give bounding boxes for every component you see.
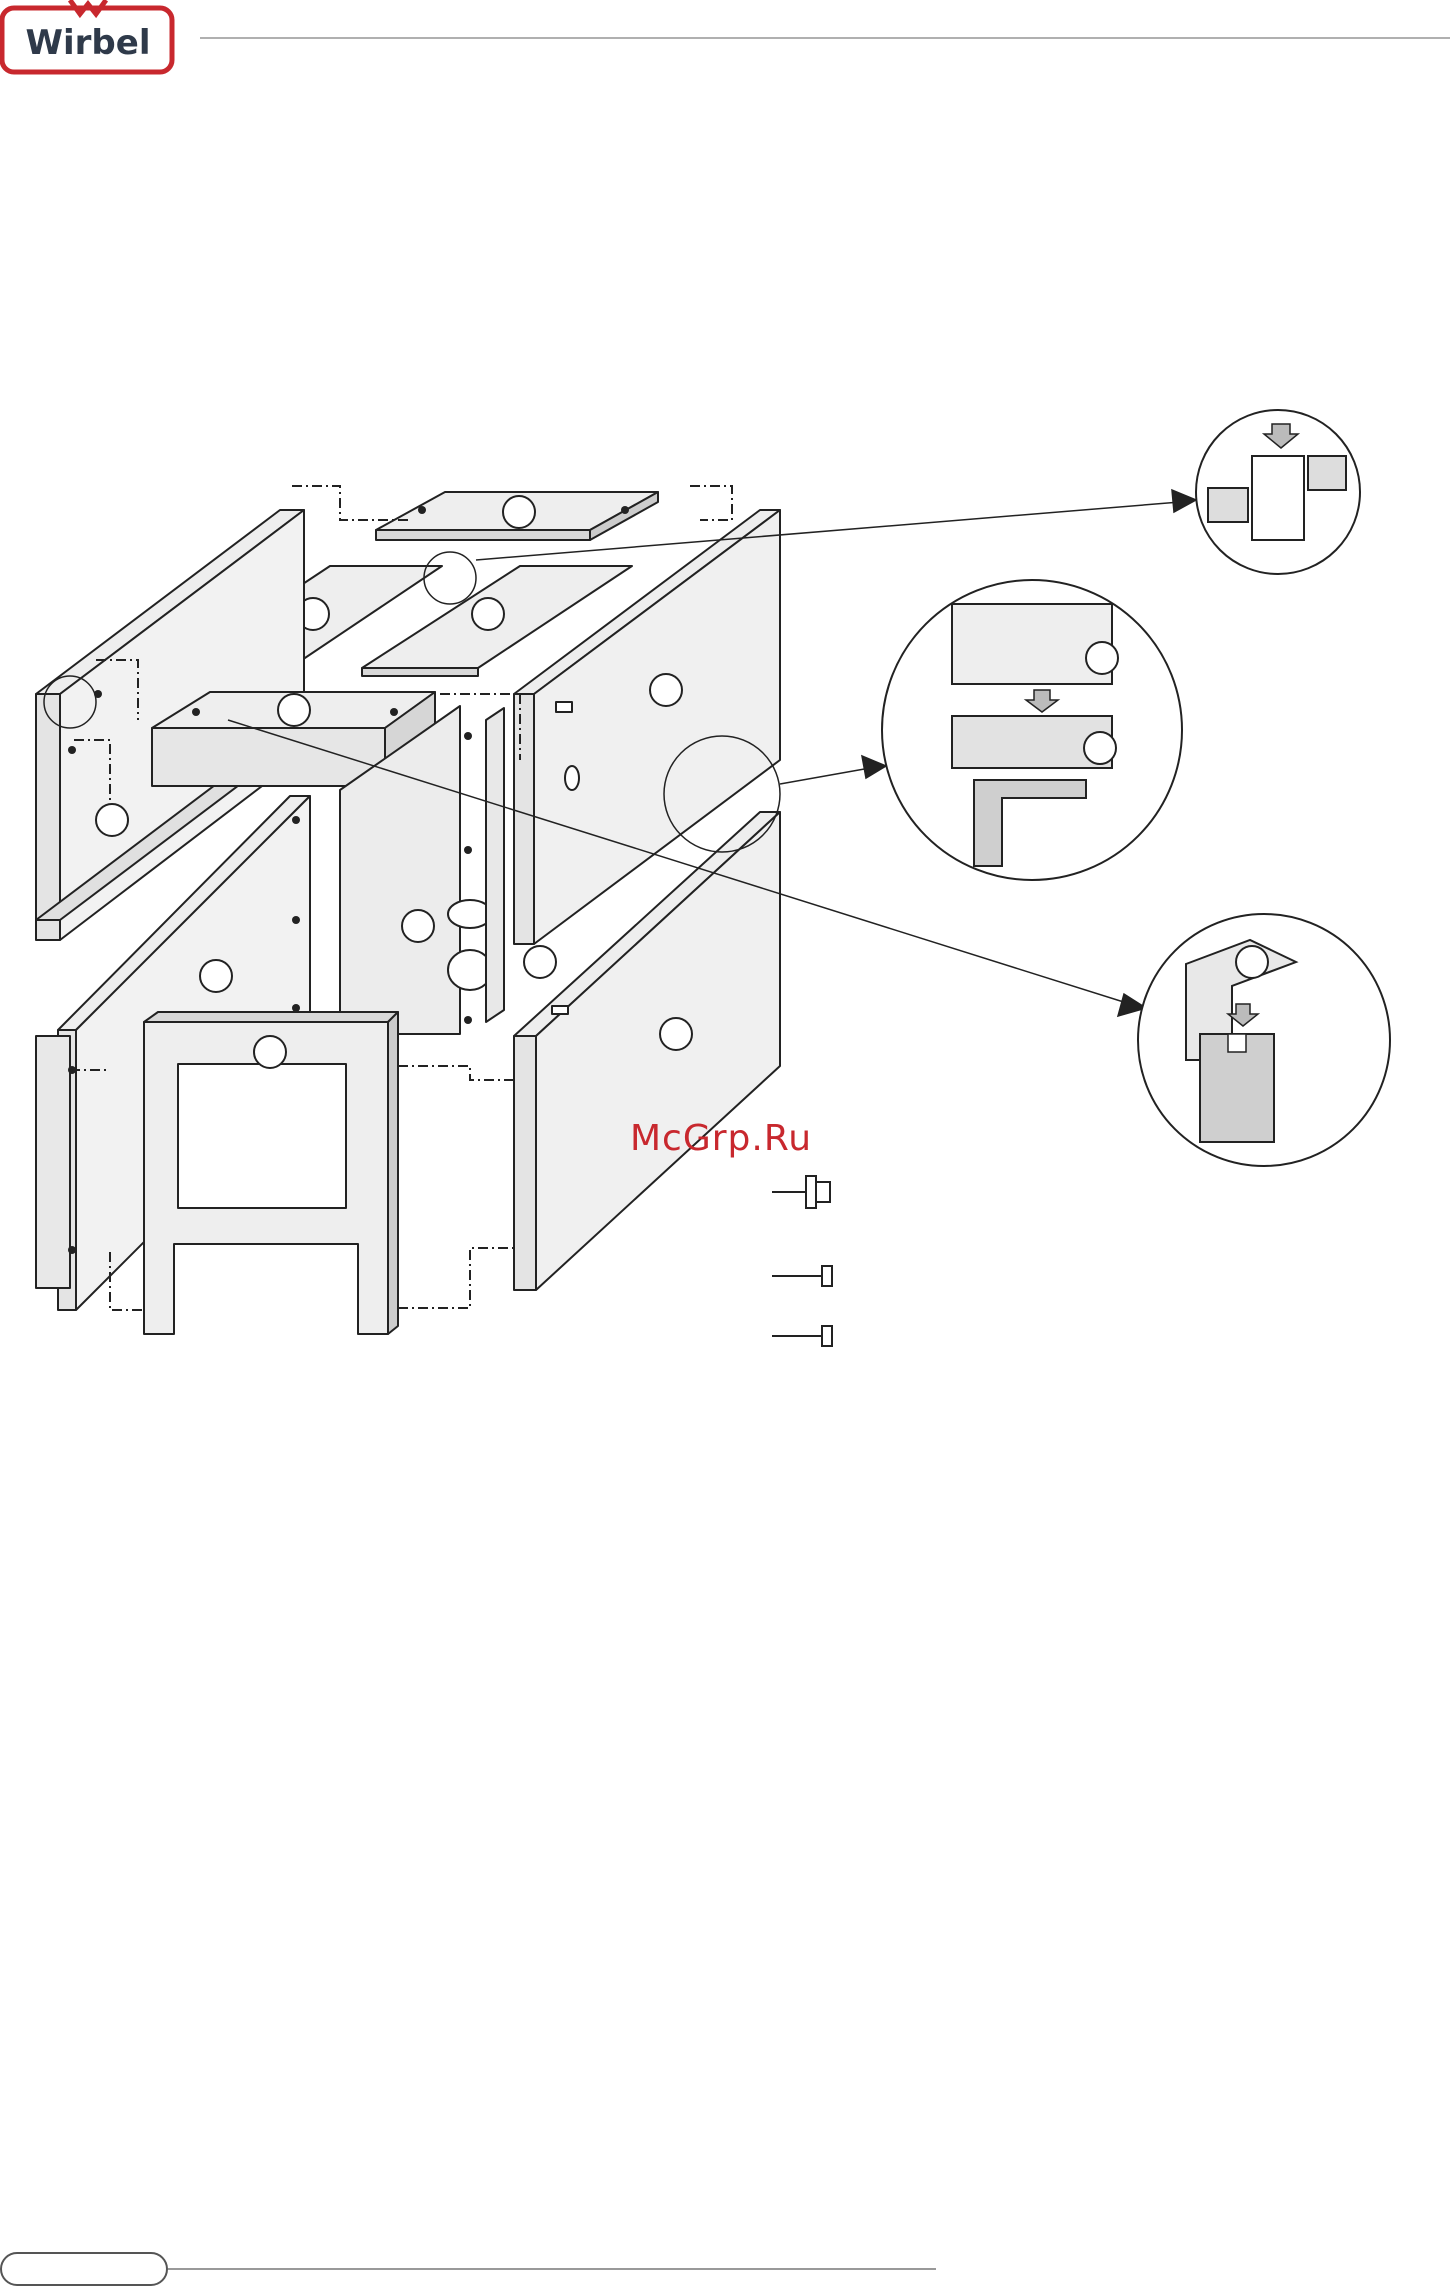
detail-view-1 (1196, 410, 1360, 574)
watermark-text: McGrp.Ru (630, 1118, 812, 1159)
footer-rule (168, 2268, 936, 2270)
footer-page-tab (0, 2252, 168, 2286)
left-lower-end-panel (36, 1036, 70, 1288)
self-tapping-screw-icon-2 (772, 1326, 832, 1346)
detail-view-3 (1138, 914, 1390, 1166)
detail-view-2 (882, 580, 1182, 880)
fasteners (772, 1176, 832, 1346)
top-cover-panel (376, 492, 658, 540)
screw-with-washer-icon (772, 1176, 830, 1208)
self-tapping-screw-icon-1 (772, 1266, 832, 1286)
front-frame (144, 1012, 398, 1334)
